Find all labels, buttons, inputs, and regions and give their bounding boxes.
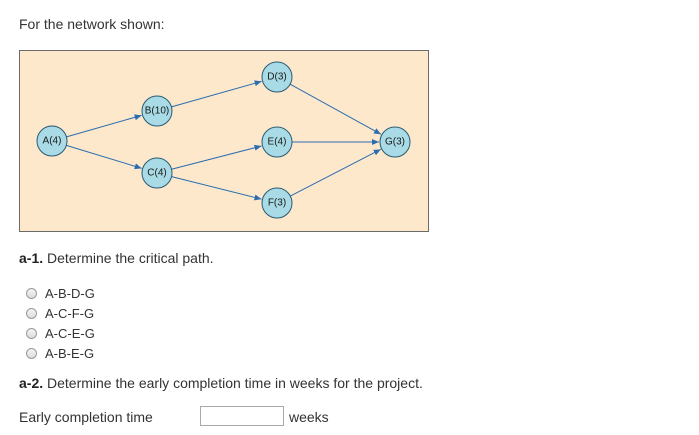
node-c: C(4) (141, 157, 173, 189)
node-circle (261, 126, 293, 158)
question-a1-text: Determine the critical path. (43, 250, 214, 266)
option-row[interactable]: A-C-F-G (26, 303, 95, 323)
node-circle (141, 95, 173, 127)
node-circle (141, 157, 173, 189)
option-label: A-B-D-G (45, 285, 95, 301)
question-a1: a-1. Determine the critical path. (19, 250, 214, 266)
option-row[interactable]: A-B-D-G (26, 283, 95, 303)
node-a: A(4) (36, 125, 68, 157)
question-a2-text: Determine the early completion time in w… (43, 375, 423, 391)
node-label: A(4) (43, 136, 62, 147)
critical-path-options: A-B-D-G A-C-F-G A-C-E-G A-B-E-G (26, 283, 95, 363)
node-d: D(3) (261, 61, 293, 93)
node-circle (36, 125, 68, 157)
node-f: F(3) (261, 187, 293, 219)
option-row[interactable]: A-C-E-G (26, 323, 95, 343)
node-b: B(10) (141, 95, 173, 127)
radio-button[interactable] (26, 287, 37, 299)
option-label: A-B-E-G (45, 345, 95, 361)
option-label: A-C-F-G (45, 305, 95, 321)
node-g: G(3) (379, 126, 411, 158)
node-label: B(10) (145, 106, 169, 117)
node-label: E(4) (268, 137, 287, 148)
early-completion-input[interactable] (200, 406, 284, 426)
edge-a-b (66, 114, 142, 138)
edge-c-e (171, 144, 262, 170)
node-circle (379, 126, 411, 158)
edge-f-g (290, 148, 382, 197)
edge-c-f (171, 176, 262, 201)
question-a2-number: a-2. (19, 375, 44, 391)
radio-button[interactable] (26, 347, 37, 359)
option-row[interactable]: A-B-E-G (26, 343, 95, 363)
node-circle (261, 61, 293, 93)
radio-button[interactable] (26, 307, 37, 319)
edge-d-g (289, 83, 382, 135)
question-a2: a-2. Determine the early completion time… (19, 375, 423, 391)
option-label: A-C-E-G (45, 325, 95, 341)
network-diagram: A(4) B(10) C(4) D(3) E(4) F(3) G(3) (19, 50, 429, 232)
weeks-unit-label: weeks (289, 409, 329, 425)
edge-b-d (171, 80, 262, 108)
early-completion-label: Early completion time (19, 409, 153, 425)
question-a1-number: a-1. (19, 250, 44, 266)
node-label: D(3) (267, 72, 286, 83)
node-circle (261, 187, 293, 219)
node-label: C(4) (147, 168, 166, 179)
node-label: F(3) (268, 198, 286, 209)
intro-text: For the network shown: (19, 16, 165, 32)
node-e: E(4) (261, 126, 293, 158)
radio-button[interactable] (26, 327, 37, 339)
network-diagram-svg: A(4) B(10) C(4) D(3) E(4) F(3) G(3) (36, 61, 411, 219)
edge-a-c (66, 144, 142, 170)
node-label: G(3) (385, 137, 405, 148)
